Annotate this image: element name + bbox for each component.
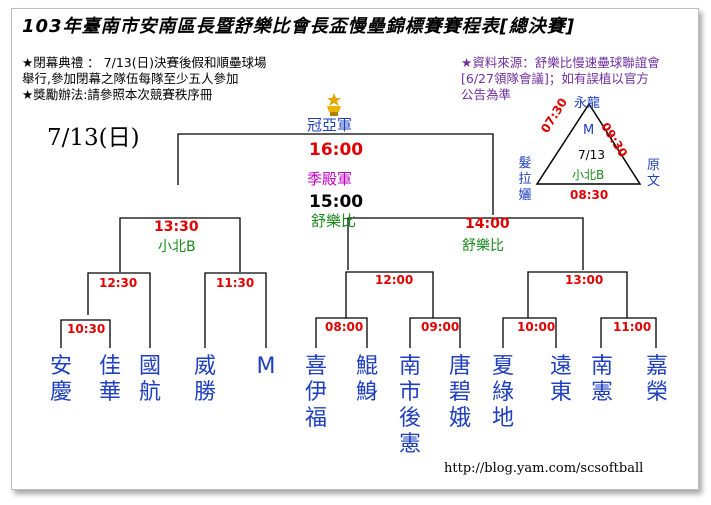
triangle-center-date: 7/13 [578,148,605,162]
semi-left-time: 13:30 [154,219,199,235]
round-time-1300: 13:00 [565,273,604,287]
right-semi-line [347,217,584,270]
team-jiarong: 嘉榮 [645,354,668,405]
left-semi-line [119,217,241,272]
trophy-icon [327,93,341,116]
team-tangbie: 唐碧娥 [448,354,471,431]
team-anqing: 安慶 [49,354,72,405]
third-place-label: 季殿軍 [307,170,353,188]
round-time-1030: 10:30 [67,322,106,336]
round-time-1230: 12:30 [99,276,138,290]
semi-left-venue: 小北B [158,239,196,255]
team-kunshen: 鯤鯓 [355,354,378,405]
note-right-3: 公告為準 [461,87,512,102]
r1100-line [600,317,657,348]
team-m: M [256,354,276,379]
team-weisheng: 威勝 [193,354,216,405]
r1130-line [204,272,267,348]
note-right-1: ★資料來源：舒樂比慢速壘球聯誼會 [461,55,660,70]
r0800-line [315,317,368,348]
team-guohang: 國航 [138,354,161,405]
note-left-2: 舉行,參加閉幕之隊伍每隊至少五人參加 [22,71,239,86]
triangle-team-right: 原文 [647,158,661,189]
triangle-venue: 小北B [572,168,605,182]
final-label: 冠亞軍 [307,116,353,134]
note-right-2: [6/27領隊會議]；如有誤植以官方 [461,71,649,86]
r1030-line [60,319,111,348]
note-left-3: ★獎勵辦法:請參照本次競賽秩序冊 [22,87,213,102]
team-jiahua: 佳華 [98,354,121,405]
team-nanxian: 南憲 [590,354,613,405]
semi-right-time: 14:00 [465,216,510,232]
team-yuandong: 遠東 [549,354,572,405]
team-xialudi: 夏綠地 [491,354,514,431]
round-time-1200: 12:00 [375,273,414,287]
round-time-0800: 08:00 [325,320,364,334]
r1300-line [527,271,628,318]
schedule-frame [11,8,699,490]
third-place-time: 15:00 [309,192,364,212]
r1000-line [502,317,557,348]
blog-url[interactable]: http://blog.yam.com/scsoftball [444,461,644,476]
round-time-1100: 11:00 [613,320,652,334]
page-title: 103年臺南市安南區長暨舒樂比會長盃慢壘錦標賽賽程表[總決賽] [22,16,576,37]
team-nanshihouxian: 南市後憲 [398,354,421,457]
match-date: 7/13(日) [47,125,140,151]
round-time-1000: 10:00 [517,320,556,334]
semi-right-venue: 舒樂比 [462,238,504,254]
triangle-shape [535,102,642,185]
final-time: 16:00 [309,140,364,160]
r1200-line [345,271,434,318]
round-time-1130: 11:30 [216,276,255,290]
r0900-line [409,317,461,348]
final-venue: 舒樂比 [311,212,357,230]
triangle-center-team: M [583,123,595,138]
triangle-team-left: 髮拉孋 [518,156,532,203]
final-line [177,133,494,215]
r1230-line [87,272,151,348]
round-time-0900: 09:00 [421,320,460,334]
triangle-bottom-time: 08:30 [570,188,609,202]
team-xiyifu: 喜伊福 [304,354,327,431]
triangle-team-top: 永龍 [574,96,601,111]
note-left-1: ★閉幕典禮 ： 7/13(日)決賽後假和順壘球場 [22,55,267,70]
